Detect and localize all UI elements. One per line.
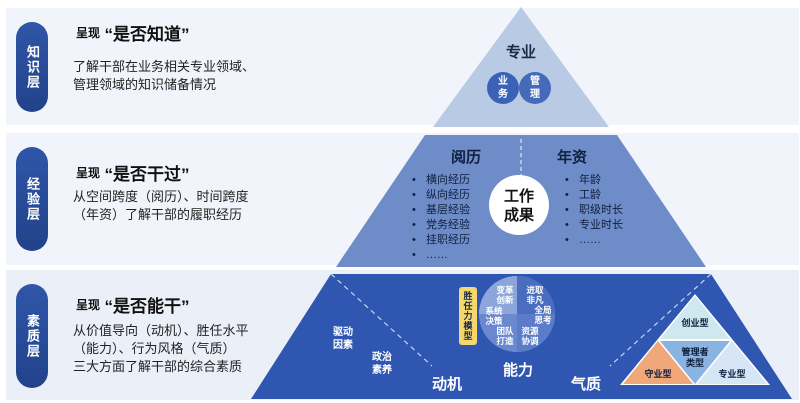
- heading-main: “是否能干”: [104, 297, 190, 316]
- temperament-divider: [609, 273, 712, 367]
- list-item: ……: [579, 234, 601, 246]
- temperament-top: [660, 296, 730, 339]
- work-results-text: 成果: [504, 206, 535, 224]
- list-bullet: •: [565, 204, 569, 216]
- business-char: 业: [498, 74, 508, 87]
- description-line: 三大方面了解干部的综合素质: [73, 359, 243, 374]
- description-line: 管理领域的知识储备情况: [73, 77, 217, 92]
- business-char: 务: [498, 87, 509, 100]
- list-bullet: •: [412, 174, 416, 186]
- motivation-divider: [330, 273, 433, 367]
- description-line: 从价值导向（动机）、胜任水平: [73, 323, 249, 338]
- segment-text: 非凡: [526, 295, 544, 305]
- temperament-left: [623, 341, 693, 384]
- segment-text: 资源: [521, 326, 539, 336]
- list-item: 专业时长: [579, 217, 623, 231]
- manager-type: 管理者: [681, 346, 708, 357]
- heading-prefix: 呈现: [76, 26, 101, 40]
- wheel-segment: [479, 314, 517, 352]
- experience-left-list: • 横向经历 • 纵向经历 • 基层经验 • 党务经验 • 挂职经历 • ……: [412, 172, 470, 261]
- work-results-text: 工作: [504, 187, 534, 205]
- knowledge-heading: 呈现 “是否知道”: [76, 20, 189, 45]
- segment-text: 决策: [485, 316, 503, 326]
- list-item: 年龄: [579, 172, 601, 186]
- motivation-driver: 驱动: [333, 325, 353, 338]
- description-line: 了解干部在业务相关专业领域、: [73, 59, 256, 74]
- layer-label-experience: 经验层: [16, 147, 48, 251]
- entrepreneur-type: 创业型: [680, 317, 708, 328]
- list-item: 横向经历: [426, 172, 470, 186]
- segment-text: 变革: [496, 285, 514, 295]
- quality-heading: 呈现 “是否能干”: [76, 292, 189, 317]
- description-line: （年资）了解干部的履职经历: [73, 207, 243, 222]
- motivation-label: 动机: [432, 375, 462, 393]
- list-item: 纵向经历: [426, 187, 470, 201]
- management-char: 管: [530, 74, 540, 87]
- segment-text: 进取: [526, 285, 544, 295]
- knowledge-triangle: [433, 7, 609, 127]
- experience-right-list: • 年龄 • 工龄 • 职级时长 • 专业时长 • ……: [565, 172, 623, 246]
- list-bullet: •: [565, 189, 569, 201]
- list-item: 职级时长: [579, 203, 623, 216]
- motivation-political: 政治: [372, 350, 392, 363]
- wheel-segment: [517, 314, 555, 352]
- knowledge-title: 专业: [506, 43, 536, 61]
- quality-description: 从价值导向（动机）、胜任水平 （能力）、行为风格（气质） 三大方面了解干部的综合…: [73, 322, 293, 376]
- experience-description: 从空间跨度（阅历）、时间跨度 （年资）了解干部的履职经历: [73, 188, 293, 224]
- list-bullet: •: [565, 174, 569, 186]
- experience-right-title: 年资: [557, 148, 587, 166]
- heading-prefix: 呈现: [76, 298, 101, 312]
- experience-heading: 呈现 “是否干过”: [76, 160, 189, 185]
- management-char: 理: [530, 88, 540, 100]
- segment-text: 系统: [485, 306, 503, 316]
- segment-text: 协调: [521, 336, 539, 346]
- list-bullet: •: [412, 219, 416, 231]
- wheel-segment: [479, 276, 517, 314]
- list-item: 挂职经历: [426, 232, 470, 246]
- layer-label-knowledge: 知识层: [16, 22, 48, 112]
- segment-text: 创新: [495, 295, 514, 305]
- list-bullet: •: [412, 204, 416, 216]
- segment-text: 团队: [496, 326, 514, 336]
- list-item: 党务经验: [426, 217, 470, 231]
- list-bullet: •: [565, 234, 569, 246]
- temperament-label: 气质: [570, 375, 601, 393]
- motivation-political: 素养: [372, 363, 393, 376]
- experience-left-title: 阅历: [451, 148, 481, 166]
- ability-label: 能力: [503, 361, 533, 379]
- list-item: 工龄: [579, 187, 601, 201]
- competency-model-tag: [459, 287, 477, 345]
- description-line: 从空间跨度（阅历）、时间跨度: [73, 189, 249, 204]
- heading-prefix: 呈现: [76, 166, 101, 180]
- segment-text: 思考: [534, 315, 552, 325]
- temperament-right: [697, 341, 767, 384]
- list-item: ……: [426, 249, 448, 261]
- business-circle: [487, 72, 519, 104]
- heading-main: “是否干过”: [104, 165, 190, 184]
- list-bullet: •: [412, 249, 416, 261]
- segment-text: 全局: [533, 305, 551, 315]
- knowledge-description: 了解干部在业务相关专业领域、 管理领域的知识储备情况: [73, 58, 293, 94]
- knowledge-band: [6, 8, 799, 125]
- description-line: （能力）、行为风格（气质）: [73, 341, 236, 356]
- professional-type: 专业型: [718, 368, 745, 379]
- conservative-type: 守业型: [644, 368, 671, 379]
- wheel-segment: [517, 276, 555, 314]
- list-bullet: •: [412, 189, 416, 201]
- list-bullet: •: [412, 234, 416, 246]
- segment-text: 打造: [496, 336, 514, 346]
- layer-label-quality: 素质层: [16, 284, 48, 388]
- motivation-driver: 因素: [333, 338, 353, 351]
- temperament-center: [660, 341, 730, 384]
- work-results-circle: [489, 175, 549, 235]
- competency-segments: 进取 非凡 全局 思考 资源 协调 团队 打造 系统 决策 变革 创新: [485, 285, 552, 346]
- list-bullet: •: [565, 219, 569, 231]
- manager-type: 类型: [686, 357, 704, 368]
- competency-model-label: 胜任力模型: [462, 290, 473, 341]
- management-circle: [519, 72, 551, 104]
- list-item: 基层经验: [426, 202, 470, 216]
- heading-main: “是否知道”: [104, 25, 190, 44]
